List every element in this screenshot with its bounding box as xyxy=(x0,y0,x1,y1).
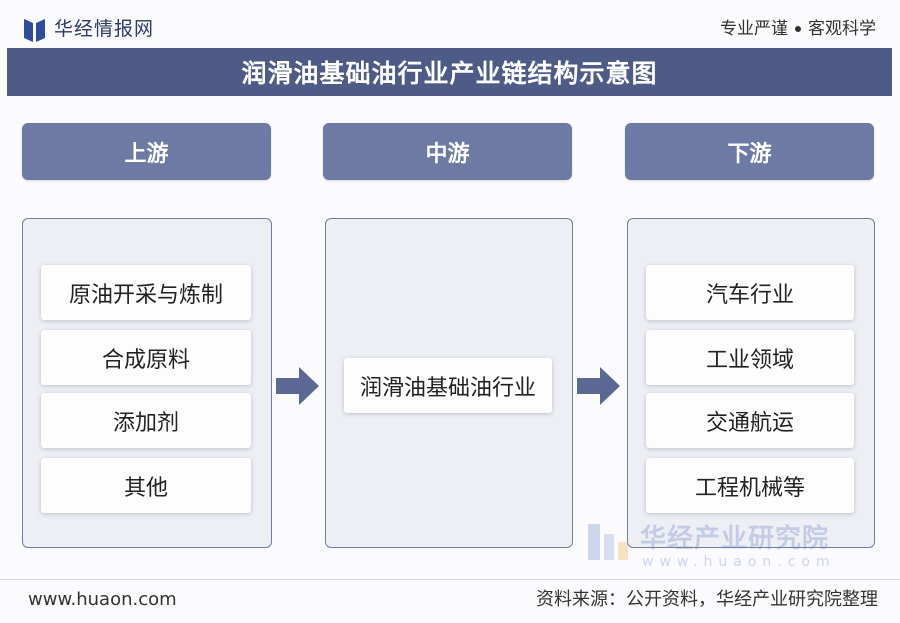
slogan-right: 客观科学 xyxy=(808,19,876,39)
midstream-item: 润滑油基础油行业 xyxy=(344,358,552,413)
watermark-name: 华经产业研究院 xyxy=(640,524,830,554)
brand-name: 华经情报网 xyxy=(54,18,155,40)
right-arrow-icon xyxy=(276,367,319,405)
downstream-item: 工程机械等 xyxy=(646,458,854,513)
title-bar: 润滑油基础油行业产业链结构示意图 xyxy=(7,48,892,96)
huajing-logo-icon xyxy=(24,19,45,42)
diagram-title: 润滑油基础油行业产业链结构示意图 xyxy=(241,59,658,88)
downstream-item: 交通航运 xyxy=(646,393,854,448)
watermark-logo-icon xyxy=(588,524,628,560)
stage-label: 上游 xyxy=(124,141,169,167)
upstream-item: 添加剂 xyxy=(41,393,251,448)
downstream-item: 汽车行业 xyxy=(646,265,854,320)
stage-header-downstream: 下游 xyxy=(625,123,874,180)
panel-midstream: 润滑油基础油行业 xyxy=(325,218,573,548)
upstream-item: 合成原料 xyxy=(41,330,251,385)
panel-downstream: 汽车行业 工业领域 交通航运 工程机械等 xyxy=(627,218,875,548)
stage-label: 中游 xyxy=(425,141,470,167)
upstream-item: 原油开采与炼制 xyxy=(41,265,251,320)
stage-label: 下游 xyxy=(727,141,772,167)
bullet-dot-icon xyxy=(795,26,801,32)
watermark-url: www.huaon.com xyxy=(642,554,836,570)
footer-website: www.huaon.com xyxy=(28,589,177,610)
slogan: 专业严谨 客观科学 xyxy=(720,16,876,42)
upstream-item: 其他 xyxy=(41,458,251,513)
right-arrow-icon xyxy=(577,367,620,405)
watermark: 华经产业研究院 www.huaon.com xyxy=(586,516,856,576)
downstream-item: 工业领域 xyxy=(646,330,854,385)
slogan-left: 专业严谨 xyxy=(720,19,788,39)
stage-header-upstream: 上游 xyxy=(22,123,271,180)
panel-upstream: 原油开采与炼制 合成原料 添加剂 其他 xyxy=(22,218,272,548)
stage-header-midstream: 中游 xyxy=(323,123,572,180)
footer-divider xyxy=(0,579,900,580)
footer-source: 资料来源：公开资料，华经产业研究院整理 xyxy=(536,589,878,610)
